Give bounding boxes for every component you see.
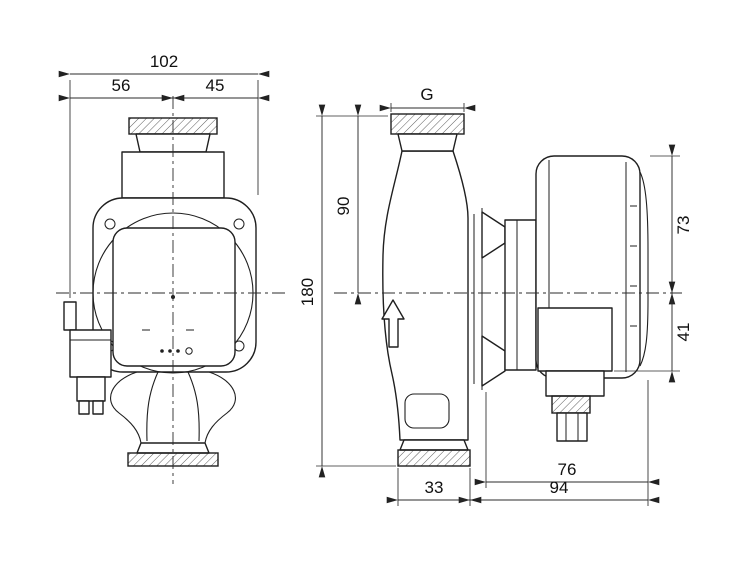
dim-label-connection: G bbox=[420, 85, 433, 104]
dim-label-axis-to-box: 41 bbox=[674, 323, 693, 342]
volute-curve bbox=[187, 371, 200, 442]
dim-width-left: 56 bbox=[58, 76, 185, 102]
side-flange-nut bbox=[397, 133, 458, 152]
side-top-flange bbox=[390, 113, 465, 152]
plug-foot bbox=[78, 400, 90, 415]
nameplate bbox=[404, 393, 450, 429]
dim-width-right: 45 bbox=[161, 76, 270, 102]
dim-depth-left: 33 bbox=[386, 468, 482, 506]
side-bottom-flange bbox=[397, 439, 471, 467]
dim-axis-to-top: 73 bbox=[650, 144, 693, 305]
dim-label-total-width: 102 bbox=[150, 52, 178, 71]
led-dot bbox=[168, 349, 172, 353]
flow-direction-arrow bbox=[381, 299, 405, 348]
front-view bbox=[56, 96, 286, 484]
cartridge-block bbox=[504, 219, 537, 371]
front-volute bbox=[110, 371, 236, 444]
side-bottom-nut bbox=[399, 439, 469, 451]
dim-port-to-axis: 90 bbox=[316, 104, 388, 305]
plug-foot bbox=[92, 400, 104, 415]
clamp-lug-top bbox=[481, 211, 506, 259]
side-housing bbox=[382, 150, 469, 441]
dim-label-port-to-axis: 90 bbox=[334, 197, 353, 216]
dim-label-depth-left: 33 bbox=[425, 478, 444, 497]
motor-endcap bbox=[639, 171, 649, 367]
side-view bbox=[334, 113, 682, 467]
led-dot bbox=[160, 349, 164, 353]
button-ring bbox=[185, 347, 193, 355]
volute-curve bbox=[110, 371, 142, 444]
dimensions: 102 56 45 G 90 180 73 bbox=[58, 52, 693, 506]
volute-curve bbox=[146, 371, 159, 442]
dim-motor-length: 76 bbox=[474, 380, 660, 506]
clamp-lug-bottom bbox=[481, 335, 506, 387]
dim-label-width-right: 45 bbox=[206, 76, 225, 95]
dim-label-overall-height: 180 bbox=[298, 278, 317, 306]
plug-lower bbox=[76, 376, 106, 402]
terminal-box-body bbox=[537, 307, 613, 372]
cable-plug bbox=[556, 412, 588, 442]
dim-label-depth-right: 94 bbox=[550, 478, 569, 497]
terminal-box bbox=[537, 307, 613, 442]
dim-label-motor-length: 76 bbox=[558, 460, 577, 479]
led-dot bbox=[176, 349, 180, 353]
volute-curve bbox=[204, 371, 236, 444]
cable-gland bbox=[551, 395, 591, 414]
terminal-box-lower bbox=[545, 370, 605, 397]
screw-hole bbox=[104, 218, 116, 230]
side-bottom-lip bbox=[397, 449, 471, 467]
power-plug bbox=[63, 301, 112, 415]
plug-body bbox=[69, 329, 112, 378]
front-top-flange bbox=[121, 117, 225, 199]
dim-overall-height: 180 bbox=[298, 104, 396, 478]
dim-label-axis-to-top: 73 bbox=[674, 216, 693, 235]
plug-cable-entry bbox=[63, 301, 77, 331]
dim-axis-to-box: 41 bbox=[614, 281, 693, 383]
side-flange-lip bbox=[390, 113, 465, 135]
clamp-section bbox=[473, 208, 537, 390]
front-centerlines bbox=[56, 96, 286, 484]
dim-label-width-left: 56 bbox=[112, 76, 131, 95]
dim-connection: G bbox=[379, 85, 476, 112]
screw-hole bbox=[233, 218, 245, 230]
dim-total-width: 102 bbox=[58, 52, 270, 298]
